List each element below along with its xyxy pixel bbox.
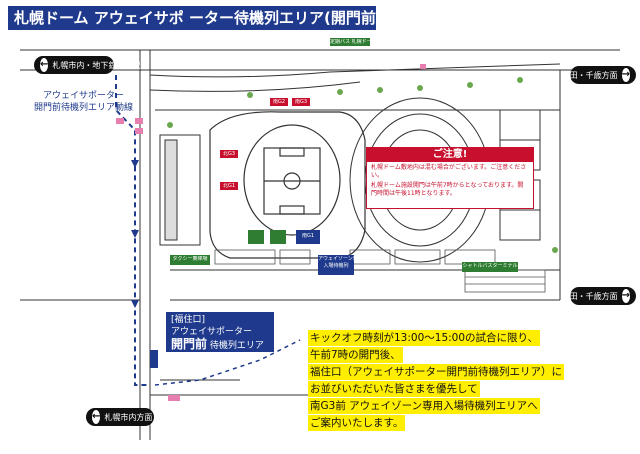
gate-label-n3: 北G3 [222,151,236,157]
direction-label: 札幌市内方面 [104,412,153,422]
direction-top-right: 清田・千歳方面 → [562,66,636,84]
info-line: キックオフ時刻が13:00〜15:00の試合に限り、 [308,330,541,346]
gate-label-n1: 北G1 [222,183,236,189]
direction-label: 清田・千歳方面 [561,70,618,80]
gate-tags [170,98,518,275]
away-route-label-line: アウェイサポーター [43,91,125,101]
arrow-left-icon: ← [40,58,49,72]
west-building [159,134,201,246]
direction-mid-right: 清田・千歳方面 → [562,287,636,305]
arrow-left-icon: ← [92,410,101,424]
away-gate-label: アウェイゾーン専用 入場待機列 [318,256,354,270]
notice-item: 札幌ドーム施設開門は午前7時からとなっております。開門時間は午後11時となります… [371,182,524,197]
queue-box-line: 開門前 待機列エリア [171,338,269,352]
away-gate-label-line: 入場待機列 [323,263,349,269]
away-gate-label-line: アウェイゾーン専用 [318,256,354,262]
caution-notice: ご注意! 札幌ドーム敷地内は混む場合がございます。ご注意ください。 札幌ドーム施… [366,147,534,209]
away-queue-area-box: [福住口] アウェイサポーター 開門前 待機列エリア [166,312,274,352]
gate-label-s2: 南G2 [272,99,286,105]
shuttle-label: シャトルバスターミナル [462,263,518,269]
queue-box-line: [福住口] [171,315,206,325]
direction-top-left: ← 札幌市内・地下鉄福住駅 [34,56,140,74]
page-title: 札幌ドーム アウェイサポ ーター待機列エリア(開門前) [8,6,376,30]
info-line: 南G3前 アウェイゾーン専用入場待機列エリアへ [308,398,540,414]
queue-box-suffix: 待機列エリア [209,341,264,351]
arrow-right-icon: → [621,289,630,303]
notice-item: 札幌ドーム敷地内は混む場合がございます。ご注意ください。 [371,164,527,179]
info-line: お並びいただいた皆さまを優先して [308,381,480,397]
info-line: 福住口（アウェイサポーター開門前待機列エリア）に [308,364,564,380]
route-arrows [131,160,158,368]
gate-label-s1: 南G1 [301,233,315,239]
priority-info: キックオフ時刻が13:00〜15:00の試合に限り、 午前7時の開門後、 福住口… [308,330,628,432]
away-route-line [115,75,301,386]
facility-markers [116,64,426,401]
bus-stop-tag [330,38,370,46]
gate-label-s3: 南G3 [294,99,308,105]
away-route-label-line: 開門前待機列エリア動線 [34,103,134,113]
direction-bottom-left: ← 札幌市内方面 [86,408,154,426]
away-route-label: アウェイサポーター 開門前待機列エリア動線 [34,90,133,114]
direction-label: 清田・千歳方面 [561,291,618,301]
queue-box-emphasis: 開門前 [171,337,208,351]
dome-arena [209,111,366,259]
info-line: ご案内いたします。 [308,415,406,431]
arrow-right-icon: → [621,68,630,82]
direction-label: 札幌市内・地下鉄福住駅 [52,60,141,70]
notice-heading: ご注意! [367,148,533,162]
info-line: 午前7時の開門後、 [308,347,403,363]
trees [167,77,558,253]
bus-stop-label: 定期バス 札幌ドーム [330,39,370,45]
taxi-label: タクシー乗降場 [172,256,208,262]
queue-box-line: アウェイサポーター [171,327,253,337]
